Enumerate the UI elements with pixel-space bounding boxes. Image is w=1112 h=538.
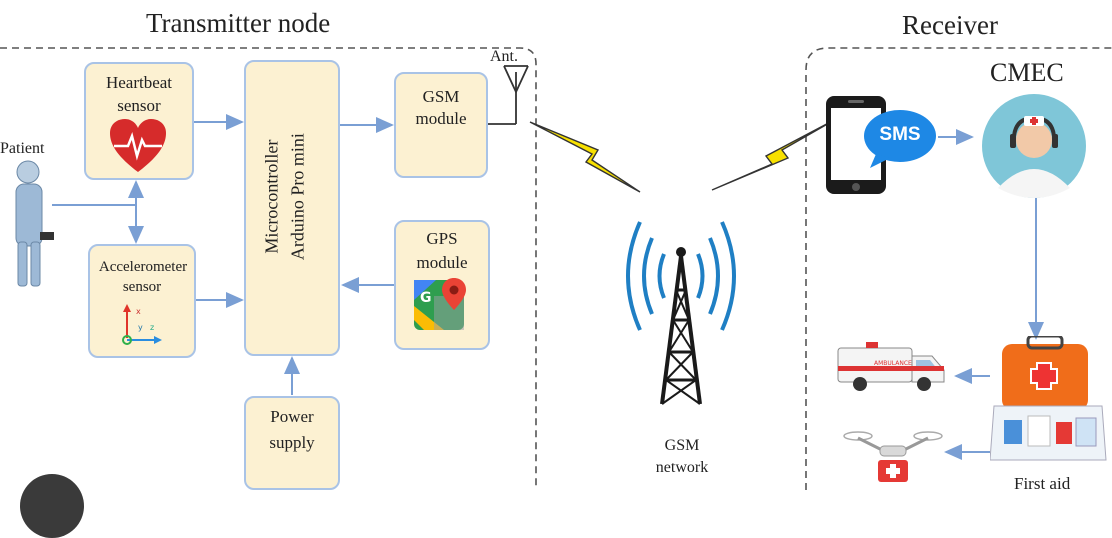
receiver-title: Receiver — [902, 10, 998, 40]
sms-bubble-icon — [864, 110, 936, 168]
microcontroller-label-line1: Microcontroller — [261, 139, 282, 254]
power-supply-box — [244, 396, 340, 490]
gsm-module-box — [394, 72, 488, 178]
heartbeat-label-line1: Heartbeat — [105, 73, 173, 92]
accelerometer-label-line1: Accelerometer — [98, 259, 188, 275]
gsm-network-label-line1: GSM — [664, 437, 700, 454]
left-lightning-bolt — [529, 121, 641, 193]
patient-label: Patient — [0, 140, 45, 157]
transmitter-title: Transmitter node — [146, 8, 331, 38]
diagram-lines — [0, 47, 1112, 490]
medical-drone-icon — [843, 431, 943, 482]
gsm-network-label-line2: network — [655, 459, 709, 476]
axis-z-label: z — [150, 323, 154, 332]
gsm-module-label-line2: module — [415, 109, 467, 128]
right-lightning-bolt — [711, 117, 839, 191]
microcontroller-box — [244, 60, 340, 356]
accelerometer-label-line2: sensor — [122, 279, 162, 295]
power-supply-label-line1: Power — [270, 407, 314, 426]
gsm-module-label-line1: GSM — [422, 87, 460, 106]
microcontroller-label-line2: Arduino Pro mini — [287, 133, 308, 261]
first-aid-label: First aid — [1014, 474, 1071, 493]
heart-icon — [110, 119, 166, 172]
gps-module-label-line2: module — [416, 253, 468, 272]
first-aid-kit-icon — [990, 336, 1107, 461]
gsm-tower-icon — [626, 221, 736, 405]
doctor-avatar-icon — [982, 94, 1086, 198]
ambulance-text: AMBULANCE — [874, 360, 912, 367]
ambulance-icon: AMBULANCE — [837, 342, 945, 391]
accelerometer-axes-icon: x y z — [122, 304, 162, 345]
power-supply-label-line2: supply — [269, 433, 315, 452]
google-maps-icon: G — [414, 278, 466, 330]
axis-x-label: x — [136, 307, 141, 316]
cmec-label: CMEC — [990, 58, 1064, 87]
axis-y-label: y — [138, 323, 143, 332]
gps-module-label-line1: GPS — [426, 229, 458, 248]
receiver-frame — [805, 47, 1112, 490]
corner-overlay-circle — [20, 474, 84, 538]
transmitter-frame — [0, 47, 537, 490]
svg-text:G: G — [420, 290, 432, 306]
antenna-label: Ant. — [490, 48, 518, 65]
patient-figure-icon — [15, 160, 54, 287]
sms-label: SMS — [879, 124, 921, 145]
heartbeat-label-line2: sensor — [117, 96, 161, 115]
